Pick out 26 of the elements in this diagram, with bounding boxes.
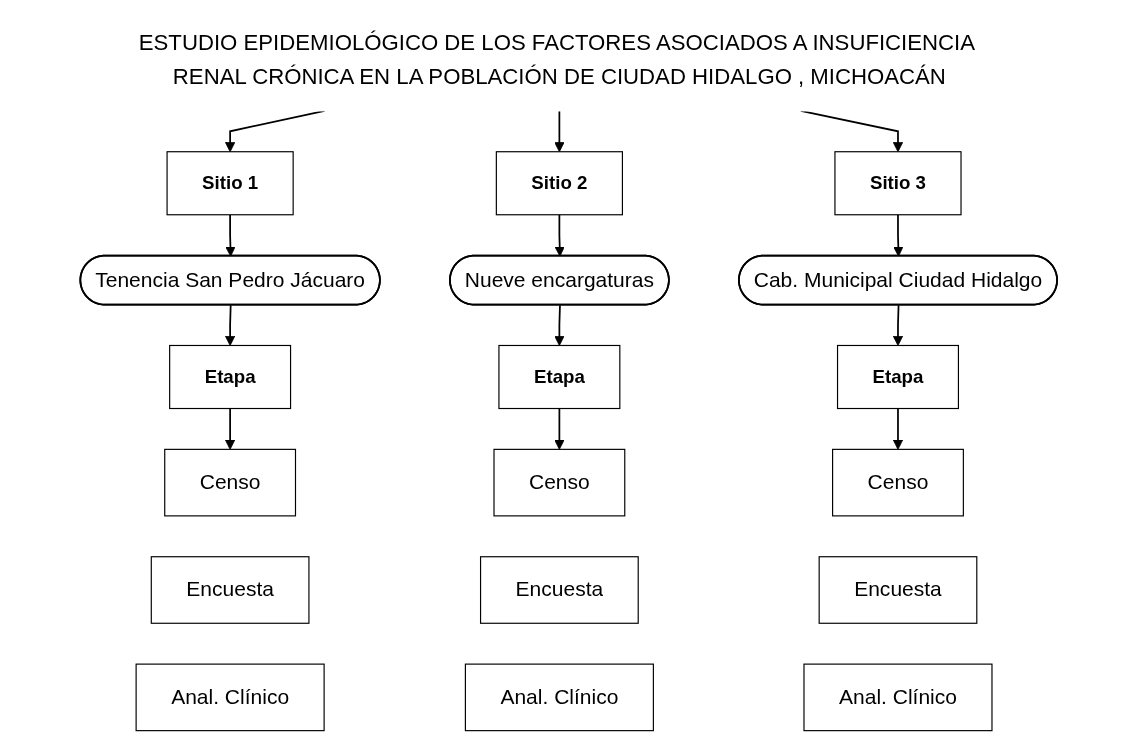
arrow [554,304,565,346]
arrow [224,407,236,450]
node-box: Etapa [168,344,291,410]
node-box: Etapa [836,344,959,410]
arrow [892,407,903,450]
node-text: ESTUDIO EPIDEMIOLÓGICO DE LOS FACTORES ASOCIADOS A INSUFICIENCIA RENAL CRÓNICA EN LA POBLACIÓN DE CIUDAD HIDALGO , MICHOACÁN [138,30,974,89]
arrow [554,407,565,450]
arrow [225,213,236,257]
node-box: Censo [831,448,964,517]
node-box: Sitio 2 [495,151,623,216]
node-box: Encuesta [479,556,639,624]
arrow [554,213,565,257]
node-box: Censo [163,448,296,517]
node-box: Anal. Clínico [803,663,993,732]
node-box: Anal. Clínico [135,663,325,732]
node-box: Encuesta [150,556,310,624]
node-box: Censo [493,448,626,517]
node-box: Encuesta [818,556,978,624]
node-box: Sitio 1 [166,151,294,216]
node-box: Anal. Clínico [464,663,654,732]
arrow [554,110,565,153]
arrow [892,304,903,346]
node-box: Etapa [498,344,621,410]
arrow [224,304,236,346]
arrow [892,213,904,257]
node-box: Sitio 3 [834,151,962,216]
